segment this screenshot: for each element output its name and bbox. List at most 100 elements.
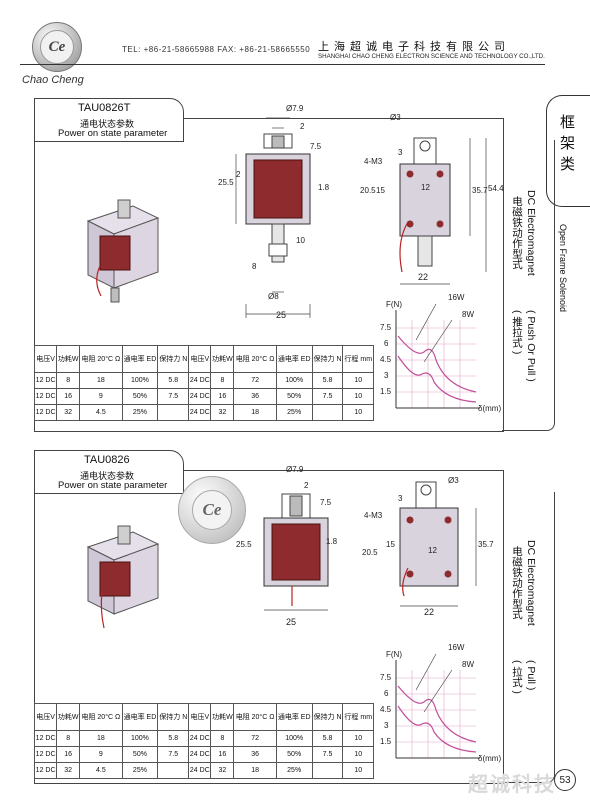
dim-2-height-75: 7.5 [320,498,332,507]
section-2-model: TAU0826 [84,454,130,466]
company-name-en: SHANGHAI CHAO CHENG ELECTRON SCIENCE AND… [318,53,545,60]
section-1-subtitle-en: Power on state parameter [58,128,168,139]
dim-2-width-2: 2 [304,481,309,490]
chart-2-ytick-15: 1.5 [380,737,392,746]
dim-2-phi-3: Ø3 [448,476,459,485]
chart-1-ytick-75: 7.5 [380,323,392,332]
section-1-type-en: DC Electromagnet [525,190,537,276]
chart-1-ytick-45: 4.5 [380,355,392,364]
section-1-title-box [34,98,184,142]
dim-1-height-544: 54.4 [488,184,504,193]
dim-1-diameter-79: Ø7.9 [286,104,304,113]
category-tab [546,95,590,207]
company-logo-mark: Ce [40,30,74,64]
chart-2-ytick-45: 4.5 [380,705,392,714]
chart-2-series-8w: 8W [462,660,474,669]
section-2-type-en: DC Electromagnet [525,540,537,626]
company-name-cn: 上海超诚电子科技有限公司 [318,41,510,53]
dim-2-holes-m3: 4-M3 [364,511,383,520]
footer-watermark: 超诚科技 [468,774,556,796]
dim-1-stroke-10: 10 [296,236,305,245]
header-divider [20,64,545,65]
contact-info: TEL: +86-21-58665988 FAX: +86-21-5866555… [122,45,311,54]
section-1-subtitle-cn: 通电状态参数 [80,119,135,129]
section-2-type-cn: 电磁铁动作型式 [511,546,523,620]
chart-2-ytick-75: 7.5 [380,673,392,682]
brand-name: Chao Cheng [22,74,84,86]
section-1-front-view [235,117,311,318]
chart-2-ytick-6: 6 [384,689,389,698]
dim-1-vert-3: 3 [398,148,403,157]
dim-1-holes-m3: 4-M3 [364,157,383,166]
dim-1-diameter-8: Ø8 [268,292,279,301]
section-2-front-view [263,493,329,611]
dim-1-width-12: 12 [421,183,430,192]
section-2-side-frame [502,492,555,783]
dim-2-width-12: 12 [428,546,437,555]
dim-2-height-357: 35.7 [478,540,494,549]
dim-1-thickness-18: 1.8 [318,183,330,192]
watermark-seal [178,476,246,544]
section-1-product-photo [86,199,160,303]
section-1-side-frame [502,140,555,431]
section-1-side-view [399,137,487,285]
section-2-title-box [34,450,184,494]
section-2-subtitle-en: Power on state parameter [58,480,168,491]
dim-1-width-22: 22 [418,272,429,282]
section-1-force-chart [395,303,480,409]
dim-1-offset-2: 2 [236,170,241,179]
section-2-subtitle-cn: 通电状态参数 [80,471,135,481]
dim-1-height-15: 15 [376,186,385,195]
dim-1-height-357: 35.7 [472,186,488,195]
chart-2-ytick-3: 3 [384,721,389,730]
section-2-action-en: ( Pull ) [525,660,537,691]
dim-2-width-25: 25 [286,617,297,627]
section-1-type-cn: 电磁铁动作型式 [511,196,523,270]
section-1-model: TAU0826T [78,102,131,114]
chart-1-ytick-15: 1.5 [380,387,392,396]
dim-1-height-255: 25.5 [218,178,234,187]
category-tab-label: 框架类 [560,114,576,173]
section-2-side-view [399,481,477,607]
section-2-product-photo [86,525,160,629]
chart-2-series-16w: 16W [448,643,465,652]
chart-1-y-label: F(N) [386,300,402,309]
section-1-solenoid-type: Open Frame Solenoid [558,224,568,313]
chart-1-series-16w: 16W [448,293,465,302]
chart-2-x-label: δ(mm) [478,754,502,763]
dim-2-height-255: 25.5 [236,540,252,549]
dim-1-width-25: 25 [276,310,287,320]
section-2-action-cn: ( 拉式 ) [511,660,523,694]
dim-1-height-75: 7.5 [310,142,322,151]
section-1-action-cn: ( 推拉式 ) [511,310,523,355]
dim-2-thickness-18: 1.8 [326,537,338,546]
watermark-seal-mark: Ce [192,490,232,530]
dim-1-phi-3: Ø3 [390,113,401,122]
dim-2-height-205: 20.5 [362,548,378,557]
dim-2-width-22: 22 [424,607,435,617]
dim-2-height-15: 15 [386,540,395,549]
chart-1-x-label: δ(mm) [478,404,502,413]
dim-2-vert-3: 3 [398,494,403,503]
dim-1-width-2: 2 [300,122,305,131]
chart-1-ytick-3: 3 [384,371,389,380]
section-2-force-chart [395,653,480,759]
page-number: 53 [554,769,576,791]
section-1-action-en: ( Push Or Pull ) [525,310,537,382]
chart-2-y-label: F(N) [386,650,402,659]
chart-1-series-8w: 8W [462,310,474,319]
dim-2-diameter-79: Ø7.9 [286,465,304,474]
chart-1-ytick-6: 6 [384,339,389,348]
dim-1-shaft-8: 8 [252,262,257,271]
dim-1-height-205: 20.5 [360,186,376,195]
